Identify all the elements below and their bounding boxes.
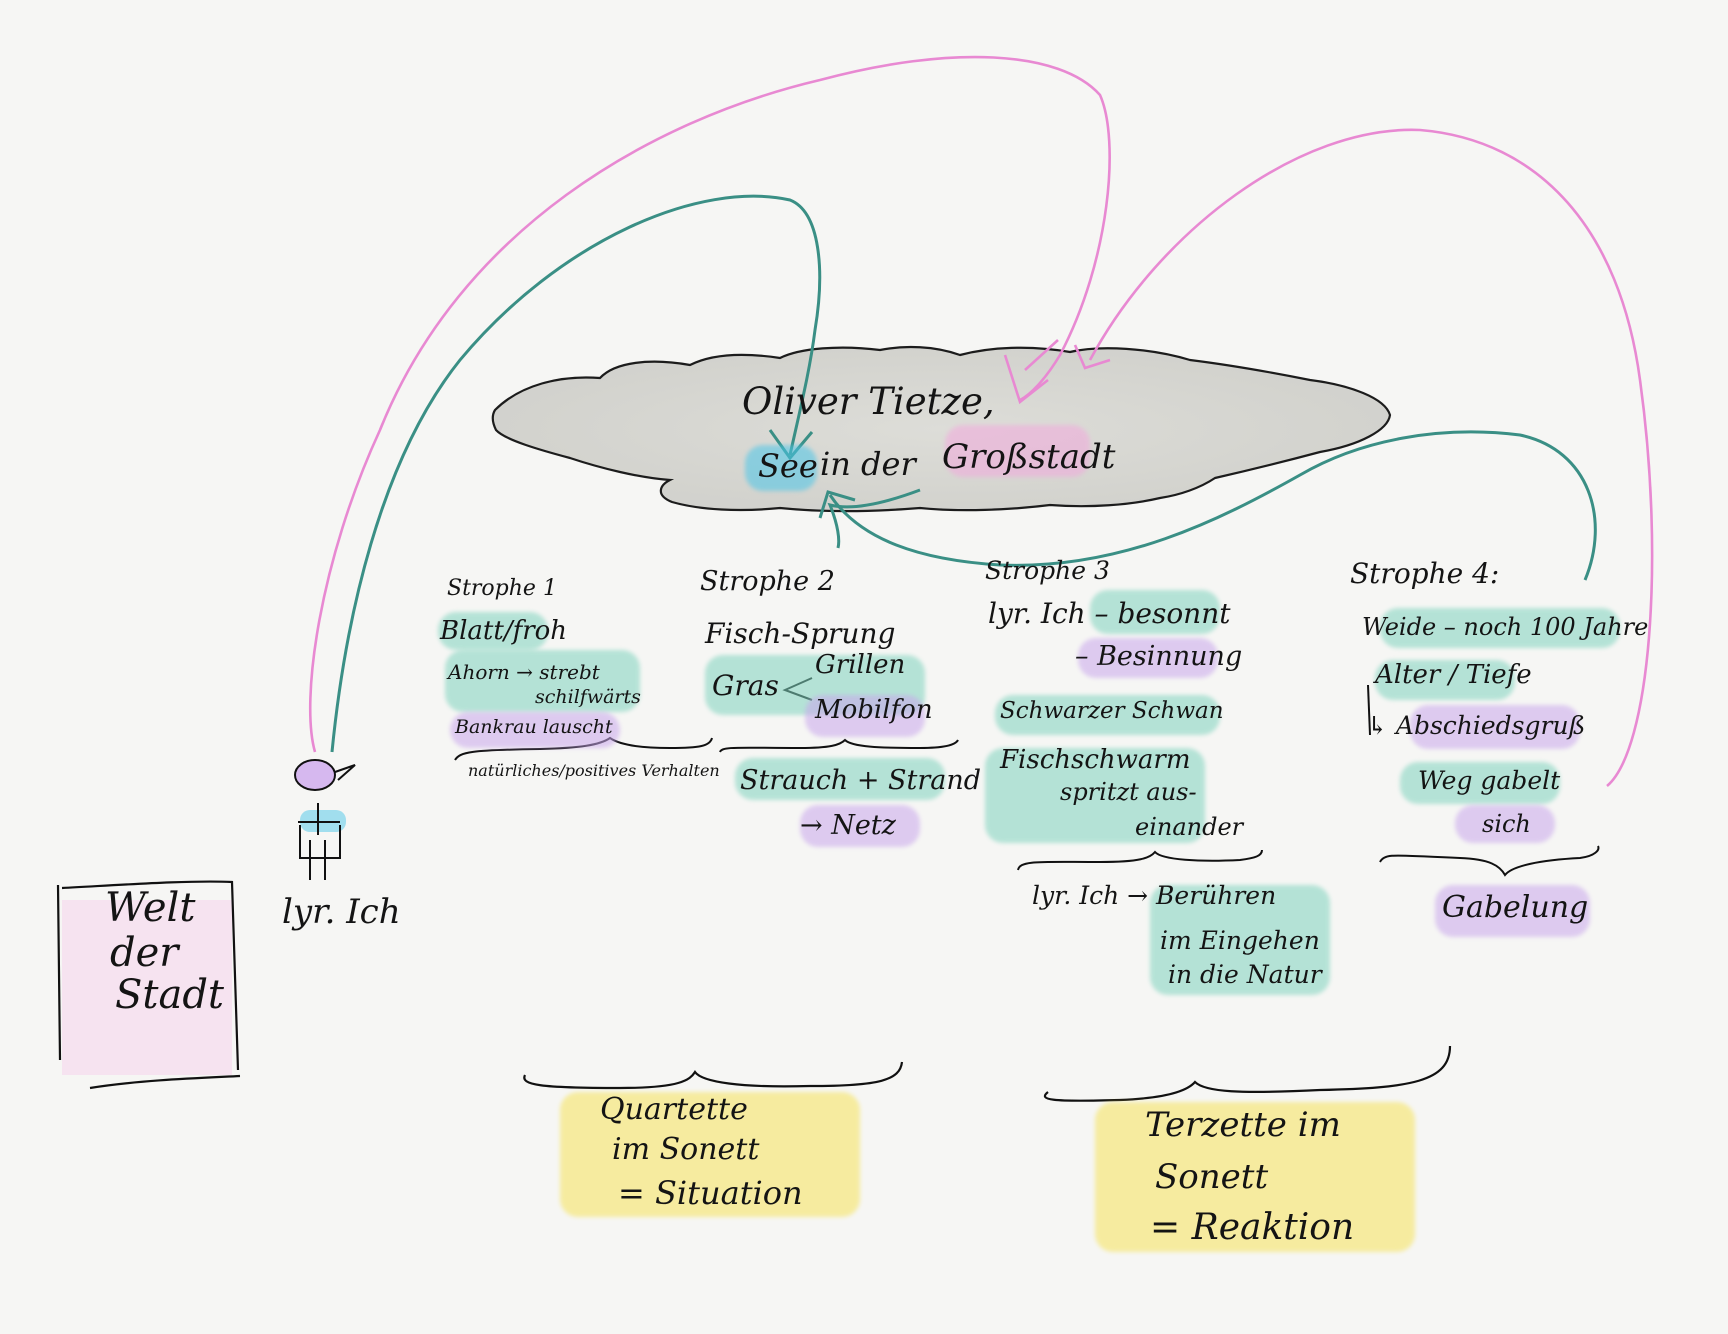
quartette-line1: Quartette: [600, 1092, 748, 1127]
highlight-terzette: [1095, 1102, 1415, 1252]
brace-quartette: [523, 1061, 904, 1090]
strophe2-line2: Gras: [712, 669, 779, 702]
city-line-1: Welt: [105, 885, 196, 931]
highlight-s4-l2: [1375, 660, 1515, 700]
teal-arrow-strophe4: [828, 430, 1597, 581]
strophe1-line4: Bankrau lauscht: [455, 716, 613, 738]
highlight-gabelung: [1435, 885, 1590, 937]
strophe2-line6: → Netz: [800, 810, 896, 841]
strophe4-line6: Gabelung: [1442, 890, 1589, 925]
brace-terzette: [1043, 1045, 1452, 1102]
strophe3-line1: lyr. Ich – besonnt: [988, 597, 1231, 630]
teal-arrowhead-strophe: [818, 490, 856, 519]
city-box-border: [56, 880, 241, 1090]
quartette-line3: = Situation: [618, 1174, 803, 1212]
highlight-s4-l4: [1400, 762, 1560, 804]
cloud-word-grossstadt: Großstadt: [942, 437, 1116, 477]
highlight-s3-schwan: [995, 695, 1220, 735]
strophe2-line3: Grillen: [815, 650, 906, 680]
strophe2-title: Strophe 2: [700, 566, 835, 597]
cloud-word-in-der: in der: [820, 445, 916, 483]
pink-arrowhead-left: [1003, 339, 1059, 405]
highlight-s1-l1: [438, 612, 548, 650]
highlight-s3-l2: [1078, 638, 1218, 678]
pink-arrowhead-right: [1073, 344, 1111, 370]
strophe4-line4: Weg gabelt: [1418, 766, 1561, 795]
highlight-gross: [945, 425, 1090, 477]
strophe4-connector: [1367, 684, 1371, 736]
highlight-s3-l1: [1090, 590, 1220, 634]
teal-arrow-figure: [330, 194, 822, 753]
highlight-s3-fisch: [985, 748, 1205, 843]
pink-arrow-right: [1088, 128, 1654, 787]
highlight-s4-l3: [1410, 705, 1580, 749]
terzette-line3: = Reaktion: [1150, 1207, 1355, 1248]
city-line-2: der: [110, 930, 179, 976]
highlight-see: [745, 445, 817, 491]
city-line-3: Stadt: [115, 972, 225, 1018]
strophe2-line5: Strauch + Strand: [740, 765, 982, 796]
highlight-s2-netz: [800, 805, 920, 847]
city-box-fill: [62, 900, 232, 1075]
pink-arrow-left: [308, 55, 1111, 753]
strophe3-line8: im Eingehen: [1160, 926, 1320, 955]
terzette-line2: Sonett: [1155, 1157, 1269, 1197]
highlight-s4-l1: [1380, 608, 1620, 648]
strophe3-line5: spritzt aus-: [1060, 778, 1197, 806]
cloud-shape: [491, 345, 1392, 513]
strophe3-line7: lyr. Ich → Berühren: [1032, 881, 1277, 910]
brace-strophe3: [1017, 849, 1263, 871]
strophe3-line3: Schwarzer Schwan: [1000, 698, 1224, 724]
strophe4-title: Strophe 4:: [1350, 557, 1500, 590]
brace-strophe4: [1379, 845, 1600, 877]
strophe4-line3: ↳ Abschiedsgruß: [1367, 711, 1586, 740]
cloud-word-see: See: [758, 447, 818, 485]
terzette-line1: Terzette im: [1145, 1105, 1341, 1145]
highlight-s3-lyr: [1150, 885, 1330, 995]
highlight-s2-strauch: [735, 758, 945, 800]
highlight-s1-l23: [445, 650, 640, 712]
teal-arrow-strophe2: [827, 488, 921, 549]
strophe3-line6: einander: [1135, 813, 1244, 841]
figure-body: [298, 803, 341, 880]
strophe4-line5: sich: [1482, 810, 1531, 838]
strophe1-line3: schilfwärts: [535, 686, 641, 708]
strophe3-title: Strophe 3: [985, 556, 1110, 585]
strophe1-line1: Blatt/froh: [440, 616, 568, 646]
strophe2-line1: Fisch-Sprung: [705, 617, 896, 650]
figure-beak: [334, 764, 356, 781]
figure-label: lyr. Ich: [282, 892, 401, 932]
strophe4-line1: Weide – noch 100 Jahre: [1362, 613, 1649, 641]
strophe3-line4: Fischschwarm: [1000, 745, 1191, 775]
strophe4-line2: Alter / Tiefe: [1375, 660, 1532, 690]
strophe1-line5: natürliches/positives Verhalten: [468, 761, 720, 780]
figure-head: [294, 759, 336, 791]
highlight-s1-l4: [450, 712, 620, 748]
strophe1-line2: Ahorn → strebt: [448, 660, 600, 684]
quartette-line2: im Sonett: [612, 1132, 760, 1167]
highlight-s4-l5: [1455, 805, 1555, 843]
strophe3-line2: – Besinnung: [1075, 641, 1243, 672]
strophe2-line4: Mobilfon: [815, 695, 933, 725]
strophe1-title: Strophe 1: [447, 576, 557, 601]
brace-strophe2: [719, 738, 959, 753]
highlight-quartette: [560, 1092, 860, 1217]
strophe3-line9: in die Natur: [1168, 960, 1322, 989]
highlight-s2-mobil: [805, 695, 925, 737]
cloud-author: Oliver Tietze,: [742, 380, 995, 423]
